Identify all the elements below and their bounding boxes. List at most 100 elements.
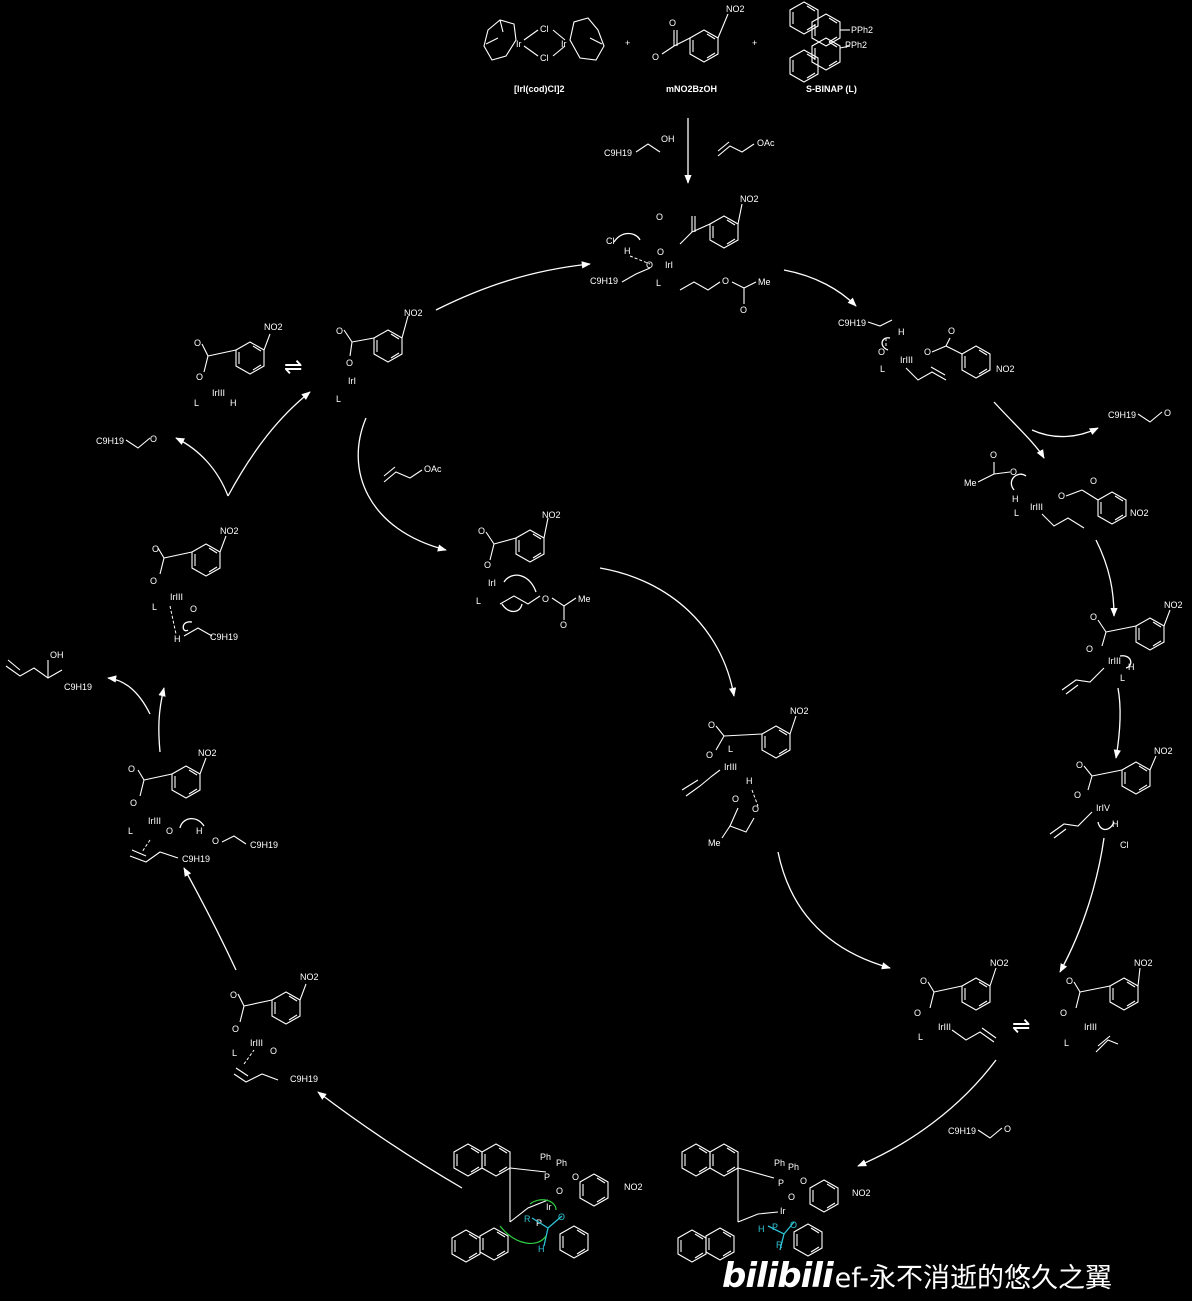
atom-label: P [772,1222,778,1232]
atom-label: O [1090,476,1097,486]
atom-label: O [346,358,353,368]
atom-label: L [232,1048,237,1058]
atom-label: L [1014,508,1019,518]
atom-label: H [624,246,631,256]
atom-label: O [800,1176,807,1186]
atom-label: NO2 [740,194,759,204]
alcohol-chain: C9H19 [604,148,632,158]
atom-label: O [478,526,485,536]
atom-label: IrI [488,578,496,588]
atom-label: H [230,398,237,408]
atom-label: NO2 [624,1182,643,1192]
atom-label: O [196,372,203,382]
atom-cl: Cl [540,53,549,63]
atom-label: O [1076,760,1083,770]
atom-label: C9H19 [290,1074,318,1084]
plus-sign: + [752,38,757,48]
atom-label: O [948,326,955,336]
atom-label: IrI [665,260,673,270]
atom-label: IrIII [1084,1022,1097,1032]
acid-label: mNO2BzOH [666,84,717,94]
atom-label: O [790,1220,797,1230]
atom-label: O [232,1024,239,1034]
atom-label: O [1090,612,1097,622]
atom-label: NO2 [1134,958,1153,968]
intermediate-i1: NO2 O O Cl H IrI O C9H19 L O Me O [590,194,771,315]
aldehyde-release-1: C9H19 O [1108,408,1171,423]
atom-label: O [924,347,931,357]
atom-label: NO2 [1154,746,1173,756]
entry-reagents: C9H19 OH OAc [604,118,775,184]
nitrobenzoic-acid: NO2 O O mNO2BzOH [652,4,745,94]
intermediate-i5: NO2 O O IrIV H Cl [1049,746,1173,850]
atom-label: O [990,450,997,460]
aldehyde-release-2: C9H19 O [96,434,157,449]
bilibili-logo: bilibili [722,1255,834,1296]
atom-label: O [190,604,197,614]
binap-label: S-BINAP (L) [806,84,857,94]
atom-label: O [150,576,157,586]
atom-label: H [746,776,753,786]
atom-label: P [544,1172,550,1182]
atom-label: O [212,836,219,846]
atom-label: O [270,1046,277,1056]
equilibrium-arrow: ⇌ [284,354,302,379]
atom-label: O [130,798,137,808]
atom-label: IrIII [724,762,737,772]
atom-label: O [336,326,343,336]
atom-label: IrI [348,376,356,386]
atom-label: O [572,1172,579,1182]
atom-label: O [920,976,927,986]
atom-label: L [728,744,733,754]
atom-label: C9H19 [590,276,618,286]
atom-label: C9H19 [250,840,278,850]
atom-label: NO2 [404,308,423,318]
atom-label: Cl [1120,840,1129,850]
atom-label: O [706,750,713,760]
atom-label: O [194,338,201,348]
atom-label: Ir [780,1206,786,1216]
watermark: bilibili ef-永不消逝的悠久之翼 [722,1250,1192,1301]
atom-label: L [918,1032,923,1042]
atom-label: O [128,764,135,774]
atom-label: Ir [546,1202,552,1212]
atom-label: R [524,1214,531,1224]
atom-label: IrIII [212,388,225,398]
intermediate-i6: NO2 O O IrIII L [914,958,1009,1043]
atom-label: H [1012,494,1019,504]
author-name: ef-永不消逝的悠久之翼 [834,1263,1112,1294]
atom-label: O [150,434,157,444]
atom-label: Ph [540,1152,551,1162]
atom-label: IrIII [900,355,913,365]
atom-label: L [476,596,481,606]
atom-label: Ph [788,1162,799,1172]
atom-label: L [656,278,661,288]
atom-label: O [722,276,729,286]
atom-label: H [1128,662,1135,672]
atom-oac: OAc [757,138,775,148]
atom-label: H [538,1244,545,1254]
atom-label: O [732,794,739,804]
atom-label: C9H19 [210,632,238,642]
atom-label: O [656,212,663,222]
atom-label: L [1120,673,1125,683]
transition-state-left: Ph Ph P O Ir O NO2 P H O R [451,1143,643,1263]
atom-label: O [1066,976,1073,986]
atom-label: NO2 [990,958,1009,968]
aldehyde-add: C9H19 O [948,1124,1011,1139]
atom-label: O [166,826,173,836]
atom-label: O [152,544,159,554]
atom-label: O [1060,1008,1067,1018]
atom-label: NO2 [1164,600,1183,610]
intermediate-i9: NO2 O O IrIII L O H C9H19 [150,526,239,644]
intermediate-i7: NO2 O O IrIII L O C9H19 [230,972,319,1084]
atom-label: Me [758,277,771,287]
ir-cod-cl-dimer: Cl Cl Ir Ir [IrI(cod)Cl]2 [483,17,605,94]
atom-label: NO2 [1130,508,1149,518]
active-catalyst: NO2 O O IrI L [336,308,423,404]
homoallylic-alcohol-product: OH C9H19 [5,650,92,692]
allyl-acetate-entry: OAc [383,464,442,483]
atom-label: Me [578,594,591,604]
intermediate-i12: NO2 O O L IrIII H O O Me [681,706,809,848]
atom-label: O [708,720,715,730]
